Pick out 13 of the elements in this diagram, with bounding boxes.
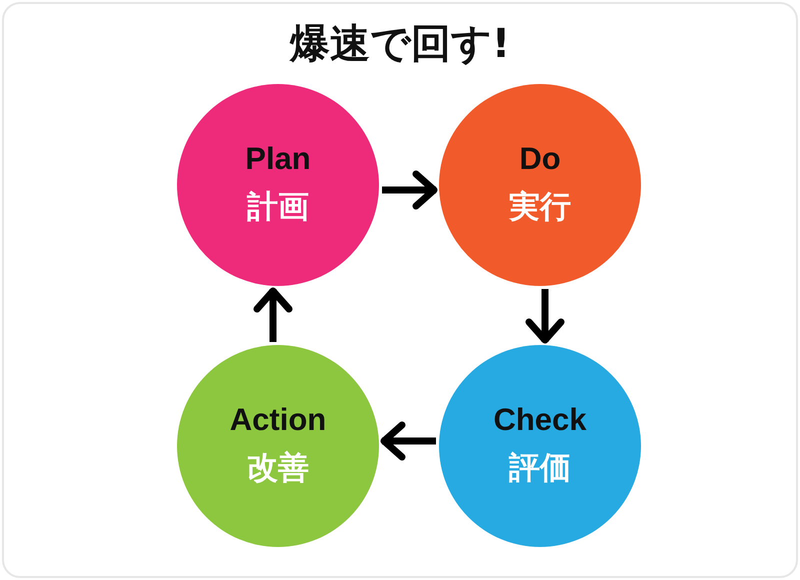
node-title: Plan: [245, 140, 311, 178]
node-title: Do: [519, 140, 561, 178]
arrow: [254, 288, 292, 342]
arrow: [526, 289, 564, 344]
node-title: Action: [230, 401, 326, 439]
node-title: Check: [493, 401, 587, 439]
arrow: [382, 170, 438, 210]
node-subtitle: 評価: [509, 449, 571, 488]
arrow: [380, 422, 436, 460]
title: 爆速で回す!: [288, 20, 512, 69]
node-subtitle: 改善: [247, 449, 309, 488]
node-subtitle: 実行: [509, 188, 571, 227]
node-subtitle: 計画: [247, 188, 309, 227]
